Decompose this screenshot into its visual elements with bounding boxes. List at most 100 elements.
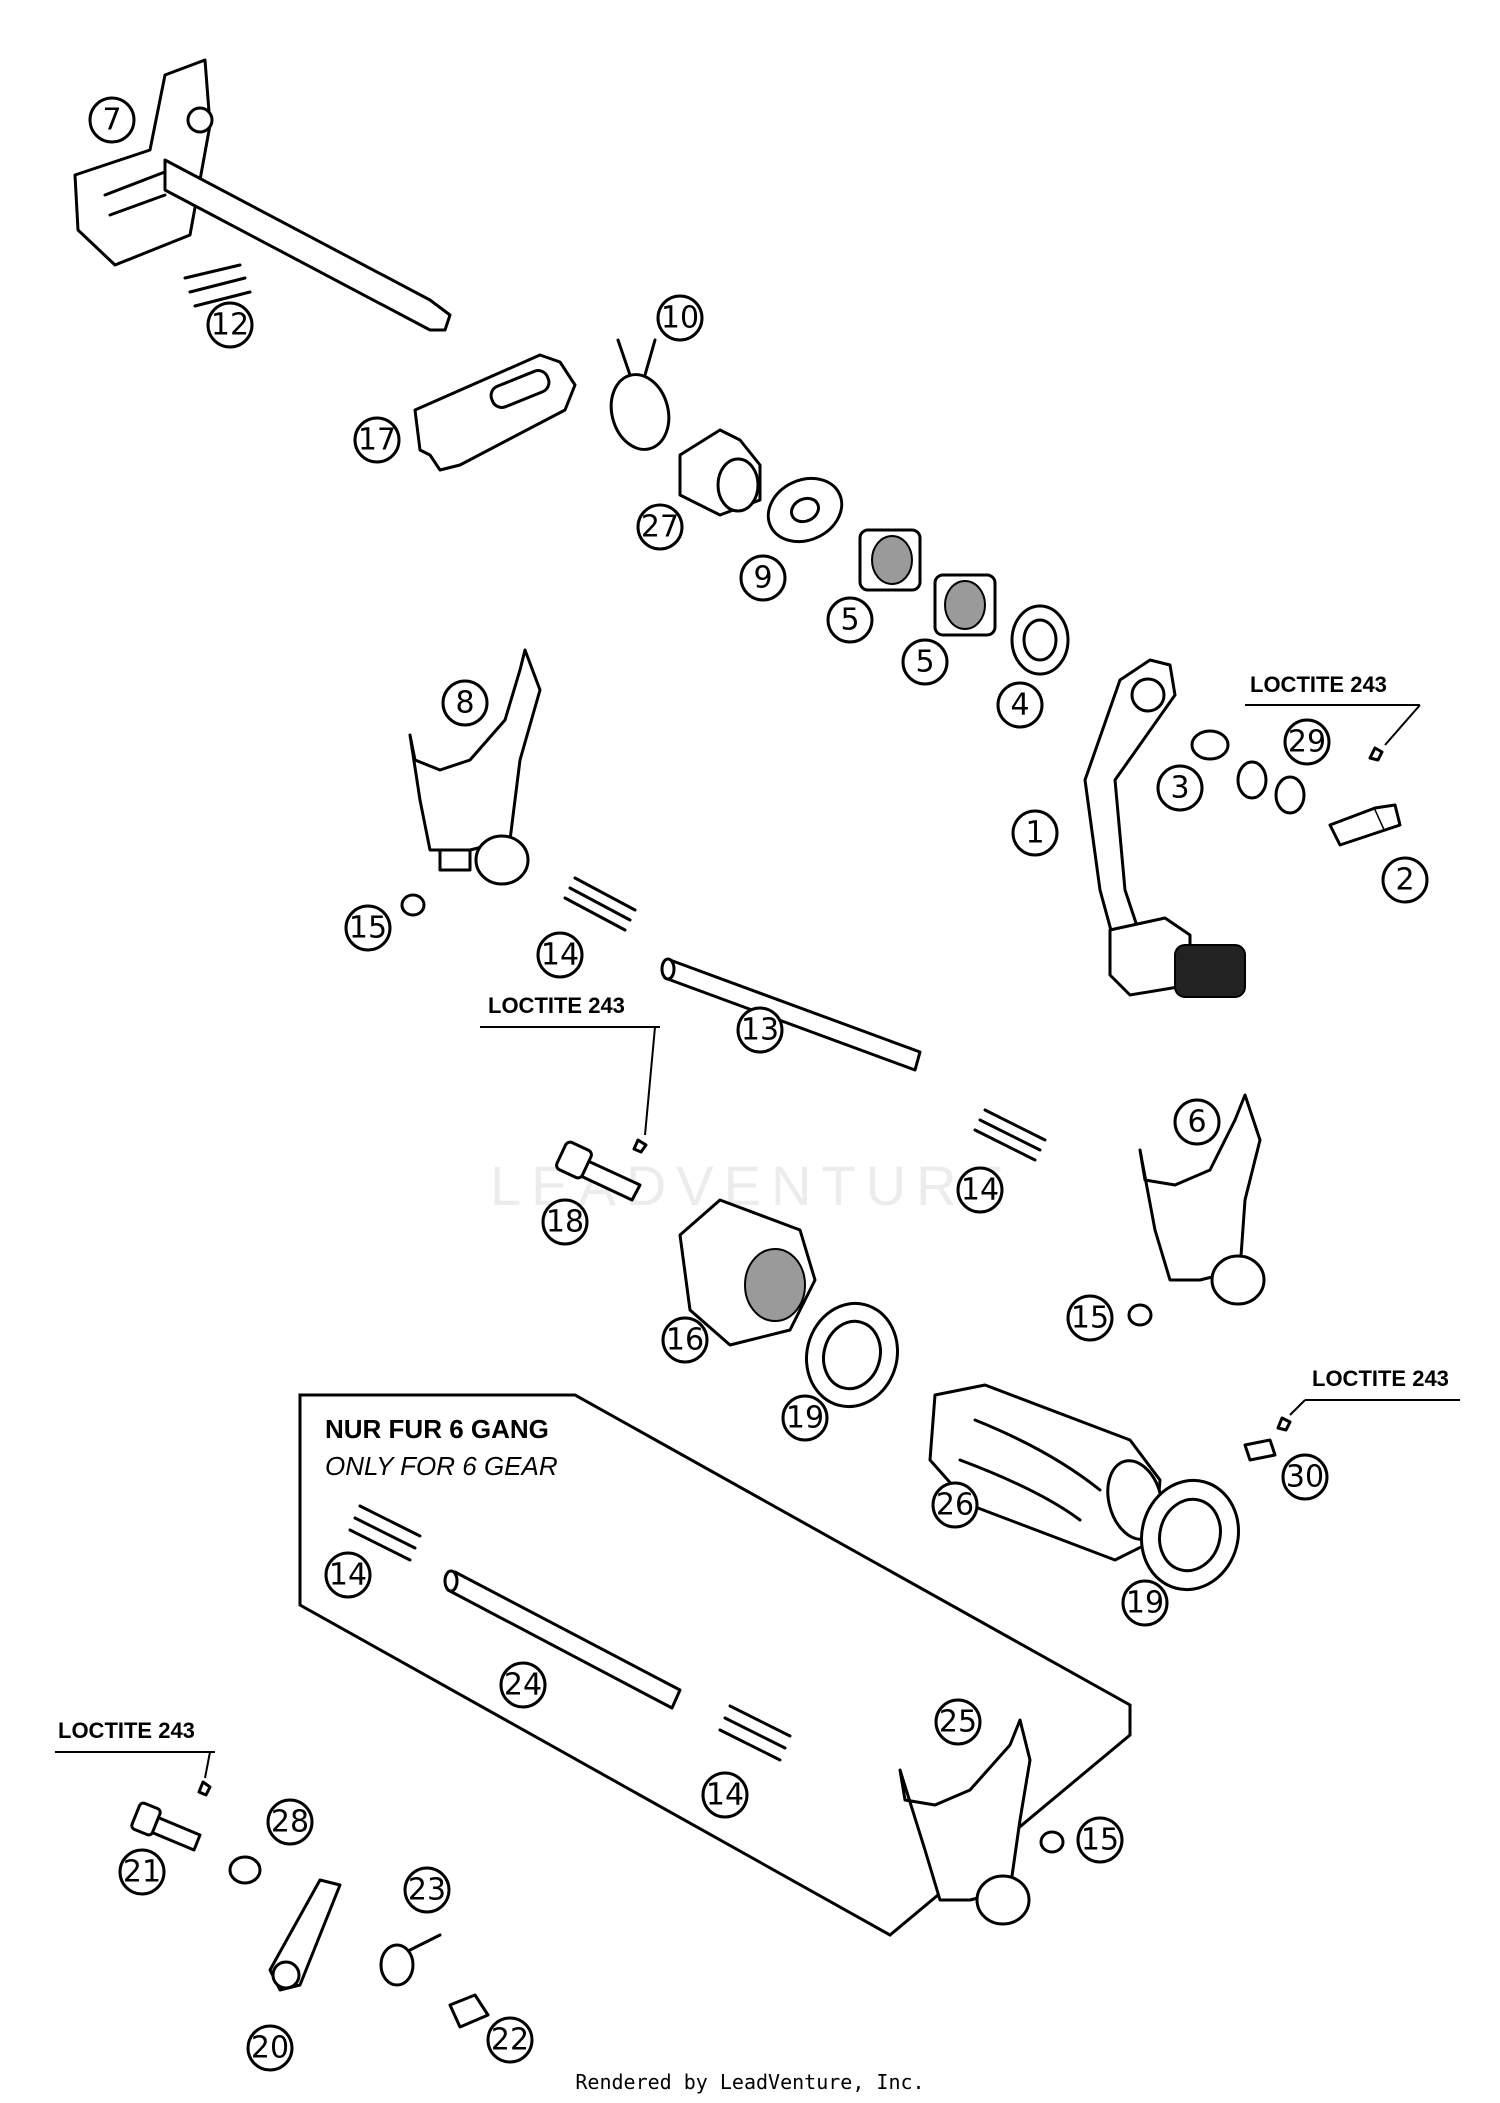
roller-22[interactable] <box>448 1993 490 2029</box>
washer-3[interactable] <box>1190 729 1230 761</box>
callout-14-b: 14 <box>956 1166 1004 1214</box>
svg-text:LOCTITE 243: LOCTITE 243 <box>1312 1366 1449 1391</box>
svg-text:27: 27 <box>641 510 679 545</box>
svg-text:17: 17 <box>358 423 396 458</box>
return-spring[interactable] <box>603 338 677 456</box>
note-subtitle: ONLY FOR 6 GEAR <box>325 1451 558 1481</box>
screw-2[interactable] <box>1328 803 1402 847</box>
callout-5-a: 5 <box>826 596 874 644</box>
callout-18: 18 <box>541 1198 589 1246</box>
svg-text:14: 14 <box>961 1173 999 1208</box>
shift-drum-26[interactable] <box>928 1383 1170 1562</box>
loctite-drop-2 <box>632 1138 648 1154</box>
shift-plate[interactable] <box>413 353 577 472</box>
svg-text:9: 9 <box>753 561 772 596</box>
svg-text:25: 25 <box>939 1705 977 1740</box>
callout-15-b: 15 <box>1066 1294 1114 1342</box>
callout-10: 10 <box>656 294 704 342</box>
svg-text:15: 15 <box>1071 1301 1109 1336</box>
needle-bearing-2[interactable] <box>933 573 997 637</box>
loctite-label-4: LOCTITE 243 <box>55 1718 215 1779</box>
callout-8: 8 <box>441 679 489 727</box>
callout-28: 28 <box>266 1798 314 1846</box>
svg-text:2: 2 <box>1395 863 1414 898</box>
spring-12[interactable] <box>183 263 252 308</box>
roller-15-c[interactable] <box>1039 1830 1065 1854</box>
callout-4: 4 <box>996 681 1044 729</box>
roller-15-a[interactable] <box>400 893 426 917</box>
screw-18[interactable] <box>555 1140 642 1202</box>
shift-rod-24[interactable] <box>443 1569 682 1710</box>
six-gear-note-box: NUR FUR 6 GANG ONLY FOR 6 GEAR <box>298 1393 1132 1937</box>
callout-27: 27 <box>636 503 684 551</box>
shift-fork-6[interactable] <box>1138 1093 1266 1306</box>
loctite-drop-3 <box>1276 1416 1292 1432</box>
spring-14-d[interactable] <box>718 1704 792 1762</box>
shift-fork-8[interactable] <box>408 648 542 886</box>
footer-credit: Rendered by LeadVenture, Inc. <box>575 2070 925 2094</box>
svg-text:19: 19 <box>1126 1586 1164 1621</box>
callout-1: 1 <box>1011 809 1059 857</box>
svg-text:7: 7 <box>102 103 121 138</box>
shift-fork-25[interactable] <box>898 1718 1032 1926</box>
svg-text:19: 19 <box>786 1401 824 1436</box>
svg-text:12: 12 <box>211 308 249 343</box>
callout-3: 3 <box>1156 764 1204 812</box>
callout-2: 2 <box>1381 856 1429 904</box>
bearing-19-b[interactable] <box>1129 1469 1250 1600</box>
svg-text:20: 20 <box>251 2031 289 2066</box>
callout-20: 20 <box>246 2024 294 2072</box>
svg-text:14: 14 <box>706 1778 744 1813</box>
spring-14-c[interactable] <box>348 1504 422 1562</box>
callout-29: 29 <box>1283 718 1331 766</box>
spring-14-a[interactable] <box>563 876 637 932</box>
shift-shaft[interactable] <box>73 58 452 332</box>
loctite-label-3: LOCTITE 243 <box>1289 1366 1460 1416</box>
callout-7: 7 <box>88 96 136 144</box>
svg-text:24: 24 <box>504 1668 542 1703</box>
callout-30: 30 <box>1281 1453 1329 1501</box>
svg-text:23: 23 <box>408 1873 446 1908</box>
roller-15-b[interactable] <box>1127 1303 1153 1327</box>
callout-26: 26 <box>931 1481 979 1529</box>
callout-19-b: 19 <box>1121 1579 1169 1627</box>
shift-cam-16[interactable] <box>678 1198 817 1347</box>
loctite-drop-4 <box>197 1780 212 1797</box>
shift-lever[interactable] <box>1083 658 1246 998</box>
callout-14-c: 14 <box>324 1551 372 1599</box>
svg-text:LOCTITE 243: LOCTITE 243 <box>1250 672 1387 697</box>
washer-28[interactable] <box>228 1855 262 1885</box>
callout-21: 21 <box>118 1848 166 1896</box>
callout-23: 23 <box>403 1866 451 1914</box>
detent-lever-20[interactable] <box>268 1878 342 1992</box>
callout-12: 12 <box>206 301 254 349</box>
torsion-spring-23[interactable] <box>379 1933 442 1987</box>
screw-21[interactable] <box>130 1801 202 1852</box>
svg-text:6: 6 <box>1187 1105 1206 1140</box>
loctite-label-2: LOCTITE 243 <box>480 993 660 1136</box>
shift-rod-13[interactable] <box>660 957 922 1072</box>
callout-19-a: 19 <box>781 1394 829 1442</box>
callout-22: 22 <box>486 2016 534 2064</box>
svg-text:18: 18 <box>546 1205 584 1240</box>
svg-text:5: 5 <box>840 603 859 638</box>
guide-27[interactable] <box>678 428 762 517</box>
lock-washers-29[interactable] <box>1236 760 1306 815</box>
svg-text:14: 14 <box>541 938 579 973</box>
callout-16: 16 <box>661 1316 709 1364</box>
screw-30[interactable] <box>1243 1438 1277 1462</box>
callout-15-a: 15 <box>344 904 392 952</box>
callout-14-d: 14 <box>701 1771 749 1819</box>
washer-9[interactable] <box>758 467 852 553</box>
seal-4[interactable] <box>1010 604 1070 676</box>
needle-bearing-1[interactable] <box>858 528 922 592</box>
svg-text:LOCTITE 243: LOCTITE 243 <box>488 993 625 1018</box>
callout-15-c: 15 <box>1076 1816 1124 1864</box>
spring-14-b[interactable] <box>973 1108 1047 1162</box>
callout-5-b: 5 <box>901 638 949 686</box>
svg-text:15: 15 <box>1081 1823 1119 1858</box>
bearing-19-a[interactable] <box>795 1293 909 1417</box>
svg-text:26: 26 <box>936 1488 974 1523</box>
svg-text:4: 4 <box>1010 688 1029 723</box>
